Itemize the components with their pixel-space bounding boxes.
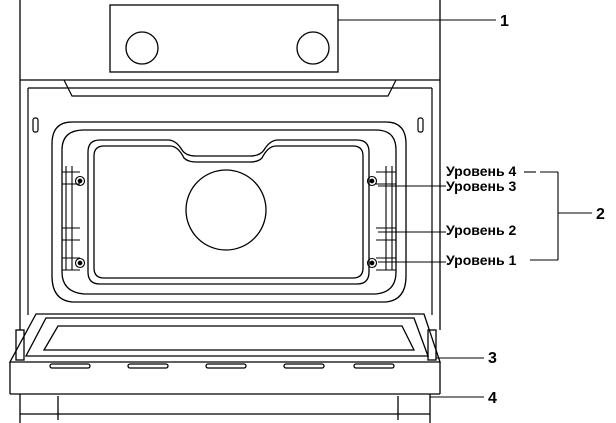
callout-2: 2 — [596, 206, 605, 223]
bottom-panel — [19, 394, 431, 423]
oven-body — [19, 0, 441, 330]
oven-compartment — [51, 121, 407, 303]
control-panel — [109, 4, 339, 73]
oven-door — [8, 313, 441, 395]
back-panel — [87, 139, 370, 285]
label-level-3: Уровень 3 — [446, 178, 516, 194]
leader-lines — [338, 19, 592, 398]
right-shelf-rails — [366, 166, 396, 271]
callout-1: 1 — [500, 13, 509, 30]
label-level-4: Уровень 4 — [446, 163, 516, 179]
label-level-1: Уровень 1 — [446, 252, 516, 268]
callout-3: 3 — [488, 350, 497, 367]
fan-cover-circle — [185, 169, 267, 251]
oven-cavity-frame — [20, 79, 440, 315]
left-shelf-rails — [62, 166, 86, 271]
callout-4: 4 — [488, 390, 497, 407]
label-level-2: Уровень 2 — [446, 222, 516, 238]
